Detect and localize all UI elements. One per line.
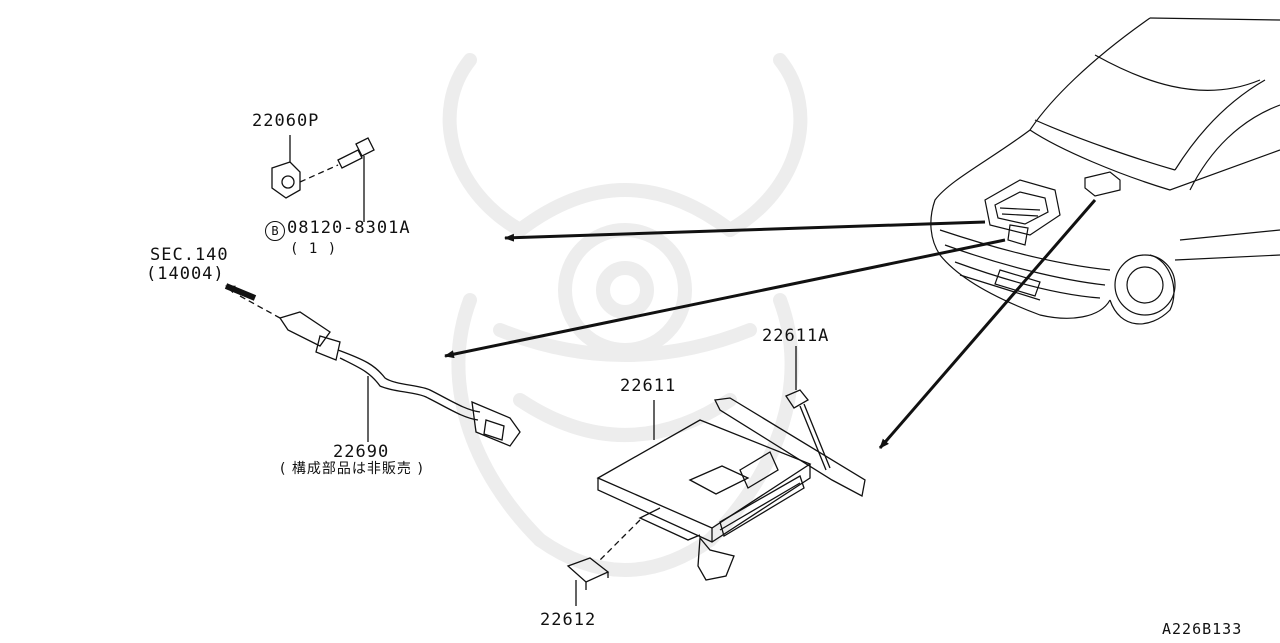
ecu-part — [596, 397, 866, 581]
label-22060p: 22060P — [252, 111, 320, 131]
samurai-helmet-watermark-icon — [442, 53, 808, 577]
car-outline — [930, 17, 1280, 325]
label-sec-140: SEC.140 — [150, 245, 229, 265]
label-14004: (14004) — [146, 264, 225, 284]
label-bolt: 08120-8301A — [287, 218, 411, 238]
label-22611: 22611 — [620, 376, 677, 396]
arrow-to-ecu — [878, 199, 1097, 449]
label-22690: 22690 — [333, 442, 390, 462]
drawing-number: A226B133 — [1162, 620, 1243, 638]
arrow-to-o2-sensor — [444, 238, 1006, 359]
arrow-to-knock-sensor — [504, 220, 986, 242]
leader-arrows — [224, 199, 1097, 449]
bolt-part — [337, 137, 375, 222]
arrow-to-sec-ref — [224, 283, 257, 301]
ecu-bracket-clip-part — [566, 557, 610, 606]
knock-sensor-part — [271, 135, 339, 199]
label-22611a: 22611A — [762, 326, 830, 346]
label-22690-note: ( 構成部品は非販売 ) — [280, 461, 424, 477]
bolt-badge-b: B — [265, 221, 285, 241]
label-22612: 22612 — [540, 610, 597, 630]
label-bolt-qty: ( 1 ) — [290, 241, 338, 257]
ecu-bolt-part — [785, 346, 831, 471]
oxygen-sensor-part — [239, 295, 521, 447]
